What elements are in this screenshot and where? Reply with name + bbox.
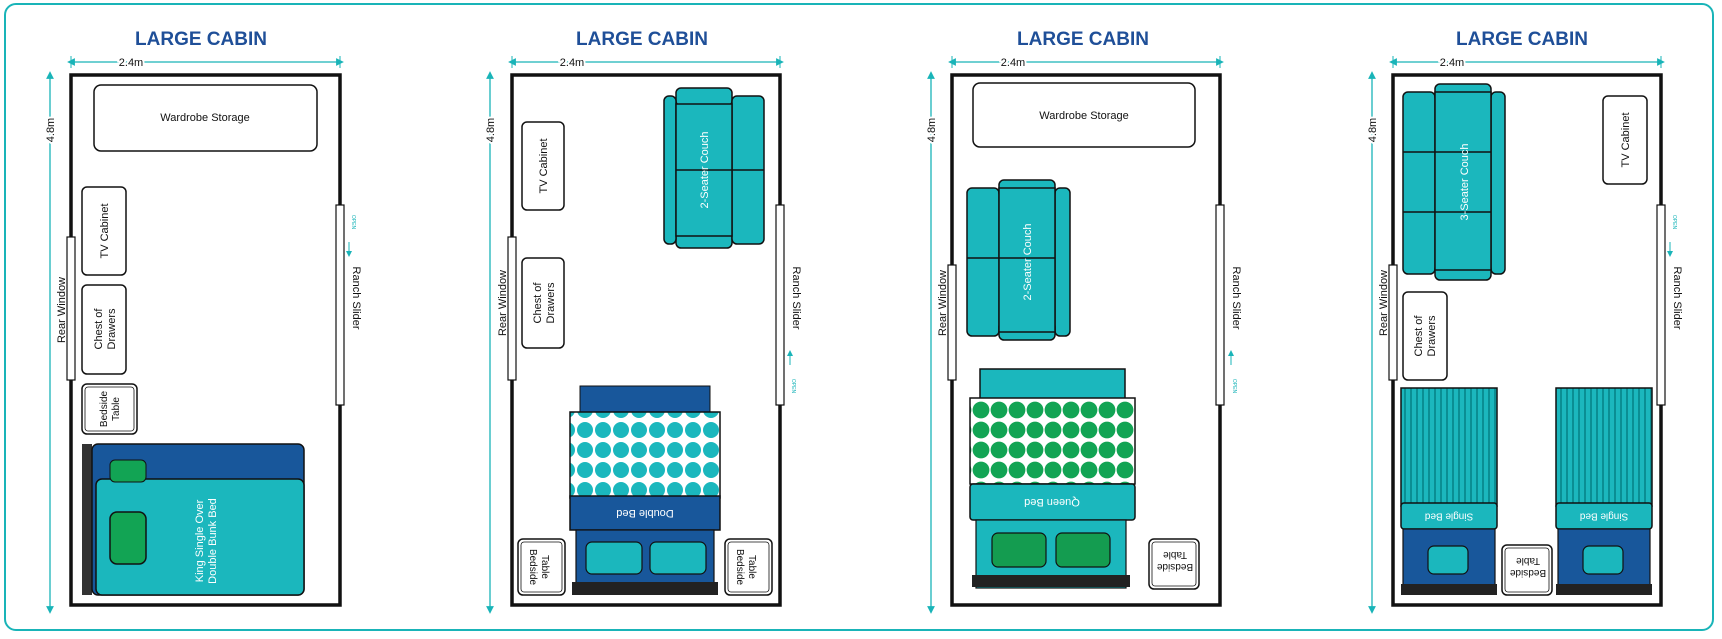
tv-cabinet-label: TV Cabinet — [1620, 112, 1632, 167]
chest-of-drawers: Chest of Drawers — [521, 257, 565, 349]
couch-label: 3-Seater Couch — [1459, 143, 1471, 220]
bedside-label-line2: Table — [1163, 549, 1187, 560]
cabin-title: LARGE CABIN — [1456, 29, 1588, 50]
tv-cabinet: TV Cabinet — [81, 186, 127, 276]
wardrobe-storage: Wardrobe Storage — [93, 84, 318, 152]
bedside-table-right: Bedside Table — [724, 538, 773, 596]
cabin-title: LARGE CABIN — [135, 29, 267, 50]
rear-window-label: Rear Window — [937, 270, 949, 336]
width-label: 2.4m — [1001, 57, 1025, 69]
bunk-label-line2: Double Bunk Bed — [207, 498, 219, 584]
single-bed-right: Single Bed — [1555, 387, 1653, 595]
bunk-label-line1: King Single Over — [194, 499, 206, 582]
width-dimension: 2.4m — [67, 55, 344, 71]
ranch-slider-label: Ranch Slider — [1230, 267, 1242, 330]
bedside-table-left: Bedside Table — [517, 538, 566, 596]
bedside-label-line1: Bedside — [1509, 567, 1546, 578]
tv-cabinet-label: TV Cabinet — [99, 203, 111, 258]
bedside-label-line1: Bedside — [1156, 561, 1193, 572]
open-label: OPEN — [1671, 215, 1677, 230]
queen-bed: Queen Bed — [969, 368, 1136, 589]
bed-label: Double Bed — [616, 507, 674, 519]
height-label: 4.8m — [485, 118, 497, 142]
chest-label-line1: Chest of — [532, 282, 544, 324]
chest-label-line2: Drawers — [545, 282, 557, 323]
rear-window — [66, 236, 76, 381]
height-label: 4.8m — [1367, 118, 1379, 142]
chest-label-line2: Drawers — [106, 308, 118, 349]
chest-of-drawers: Chest of Drawers — [1402, 291, 1448, 381]
bedside-label-line1: Bedside — [734, 549, 745, 586]
width-label: 2.4m — [560, 57, 584, 69]
width-label: 2.4m — [119, 57, 143, 69]
chest-label-line2: Drawers — [1426, 315, 1438, 356]
ranch-slider-label: Ranch Slider — [790, 267, 802, 330]
height-dimension: 4.8m — [483, 71, 499, 614]
single-bed-left: Single Bed — [1400, 387, 1498, 595]
couch: 3-Seater Couch — [1402, 83, 1506, 281]
width-dimension: 2.4m — [1389, 55, 1665, 71]
bed-label: Queen Bed — [1024, 496, 1080, 508]
chest-of-drawers: Chest of Drawers — [81, 284, 127, 375]
double-bed: Double Bed — [569, 385, 721, 595]
height-label: 4.8m — [926, 118, 938, 142]
bedside-label-line2: Table — [746, 555, 757, 579]
outer-frame — [4, 3, 1714, 631]
rear-window — [507, 236, 517, 381]
cabin-1: LARGE CABIN 2.4m 4.8m Rear Window Ranch … — [43, 29, 362, 614]
bed-label: Single Bed — [1425, 510, 1473, 521]
height-dimension: 4.8m — [43, 71, 59, 614]
couch-label: 2-Seater Couch — [699, 131, 711, 208]
open-label: OPEN — [350, 215, 356, 230]
chest-label-line1: Chest of — [1413, 315, 1425, 357]
open-label: OPEN — [1231, 379, 1237, 394]
bedside-label-line2: Table — [539, 555, 550, 579]
rear-window-label: Rear Window — [497, 270, 509, 336]
open-label: OPEN — [790, 379, 796, 394]
bedside-label-line2: Table — [1516, 555, 1540, 566]
width-label: 2.4m — [1440, 57, 1464, 69]
cabin-2: LARGE CABIN 2.4m 4.8m Rear Window Ranch … — [483, 29, 802, 614]
rear-window-label: Rear Window — [1378, 270, 1390, 336]
couch: 2-Seater Couch — [966, 179, 1071, 341]
bedside-table: Bedside Table — [81, 383, 138, 435]
bedside-label-line2: Table — [111, 397, 122, 421]
bedside-label-line1: Bedside — [527, 549, 538, 586]
width-dimension: 2.4m — [948, 55, 1224, 71]
bedside-table: Bedside Table — [1148, 538, 1200, 590]
couch-label: 2-Seater Couch — [1022, 223, 1034, 300]
rear-window-label: Rear Window — [56, 277, 68, 343]
wardrobe-label: Wardrobe Storage — [1039, 110, 1128, 122]
cabin-4: LARGE CABIN 2.4m 4.8m Rear Window Ranch … — [1365, 29, 1683, 614]
couch: 2-Seater Couch — [663, 87, 765, 249]
ranch-slider — [1656, 204, 1666, 406]
chest-label-line1: Chest of — [93, 308, 105, 350]
bed-label: Single Bed — [1580, 510, 1628, 521]
rear-window — [947, 264, 957, 381]
tv-cabinet: TV Cabinet — [521, 121, 565, 211]
rear-window — [1388, 264, 1398, 381]
ranch-slider — [1215, 204, 1225, 406]
tv-cabinet: TV Cabinet — [1602, 95, 1648, 185]
wardrobe-label: Wardrobe Storage — [160, 112, 249, 124]
bedside-label-line1: Bedside — [99, 390, 110, 427]
height-dimension: 4.8m — [1365, 71, 1381, 614]
ranch-slider-label: Ranch Slider — [350, 267, 362, 330]
height-dimension: 4.8m — [924, 71, 940, 614]
ranch-slider — [775, 204, 785, 406]
cabin-title: LARGE CABIN — [576, 29, 708, 50]
cabin-3: LARGE CABIN 2.4m 4.8m Rear Window Ranch … — [924, 29, 1242, 614]
ranch-slider — [335, 204, 345, 406]
tv-cabinet-label: TV Cabinet — [538, 138, 550, 193]
ranch-slider-label: Ranch Slider — [1671, 267, 1683, 330]
cabin-title: LARGE CABIN — [1017, 29, 1149, 50]
wardrobe-storage: Wardrobe Storage — [972, 82, 1196, 148]
bedside-table: Bedside Table — [1501, 544, 1553, 596]
height-label: 4.8m — [45, 118, 57, 142]
width-dimension: 2.4m — [508, 55, 784, 71]
bunk-bed: King Single Over Double Bunk Bed — [82, 443, 305, 596]
